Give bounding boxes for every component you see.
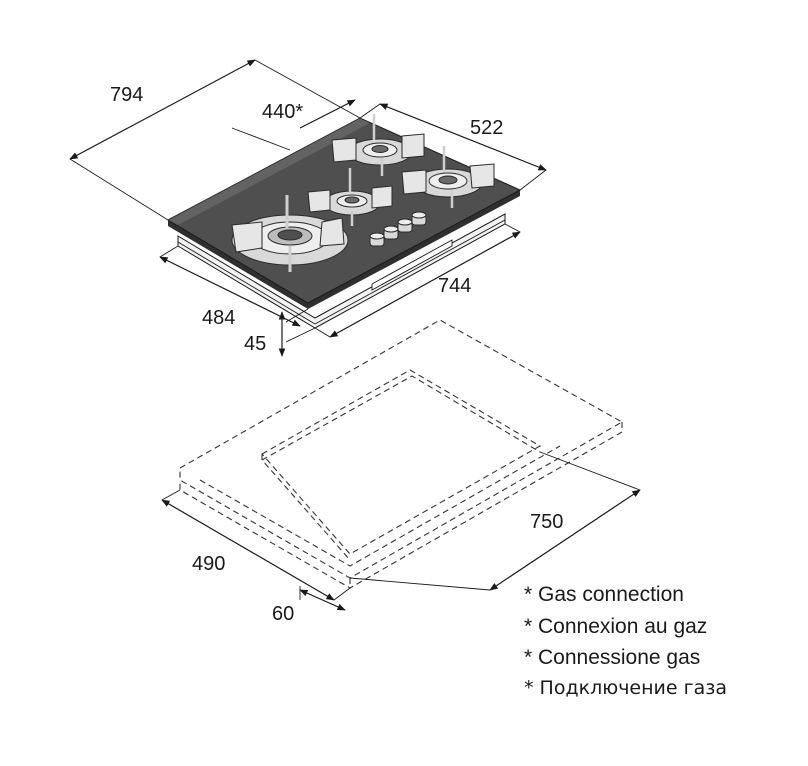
dim-label-744: 744 bbox=[438, 275, 471, 297]
cutout-drawing: 750 490 60 bbox=[161, 319, 641, 625]
knob-3 bbox=[397, 218, 413, 233]
dim-line-794 bbox=[69, 59, 256, 160]
dim-line-484 bbox=[159, 256, 301, 327]
knob-2 bbox=[383, 225, 399, 240]
dim-label-45: 45 bbox=[244, 333, 266, 355]
dim-label-522: 522 bbox=[470, 117, 503, 139]
dim-label-750: 750 bbox=[530, 511, 563, 533]
dim-line-522 bbox=[379, 103, 547, 171]
burner-small-center bbox=[307, 168, 393, 226]
dim-label-484: 484 bbox=[202, 307, 235, 329]
dim-label-60: 60 bbox=[272, 603, 294, 625]
dim-line-440 bbox=[299, 99, 356, 129]
burner-wok bbox=[231, 195, 349, 272]
dim-label-440: 440* bbox=[262, 101, 303, 123]
dim-line-750 bbox=[489, 489, 641, 591]
dim-label-490: 490 bbox=[192, 553, 225, 575]
gas-connection-notes: * Gas connection * Connexion au gaz * Co… bbox=[524, 583, 727, 699]
note-french: * Connexion au gaz bbox=[524, 615, 707, 638]
dim-label-794: 794 bbox=[110, 84, 143, 106]
dim-line-490 bbox=[161, 499, 335, 601]
hob-drawing: 794 440* 522 744 484 45 bbox=[69, 59, 547, 357]
knob-4 bbox=[411, 211, 427, 226]
knob-1 bbox=[369, 232, 385, 247]
burner-right bbox=[401, 146, 495, 208]
note-english: * Gas connection bbox=[524, 583, 684, 606]
worktop-outline bbox=[179, 319, 624, 579]
note-italian: * Connessione gas bbox=[524, 646, 700, 669]
dim-line-60 bbox=[299, 589, 346, 611]
dim-line-744 bbox=[329, 231, 521, 338]
note-russian: * Подключение газа bbox=[524, 677, 727, 699]
glass-back-rim bbox=[168, 118, 370, 225]
